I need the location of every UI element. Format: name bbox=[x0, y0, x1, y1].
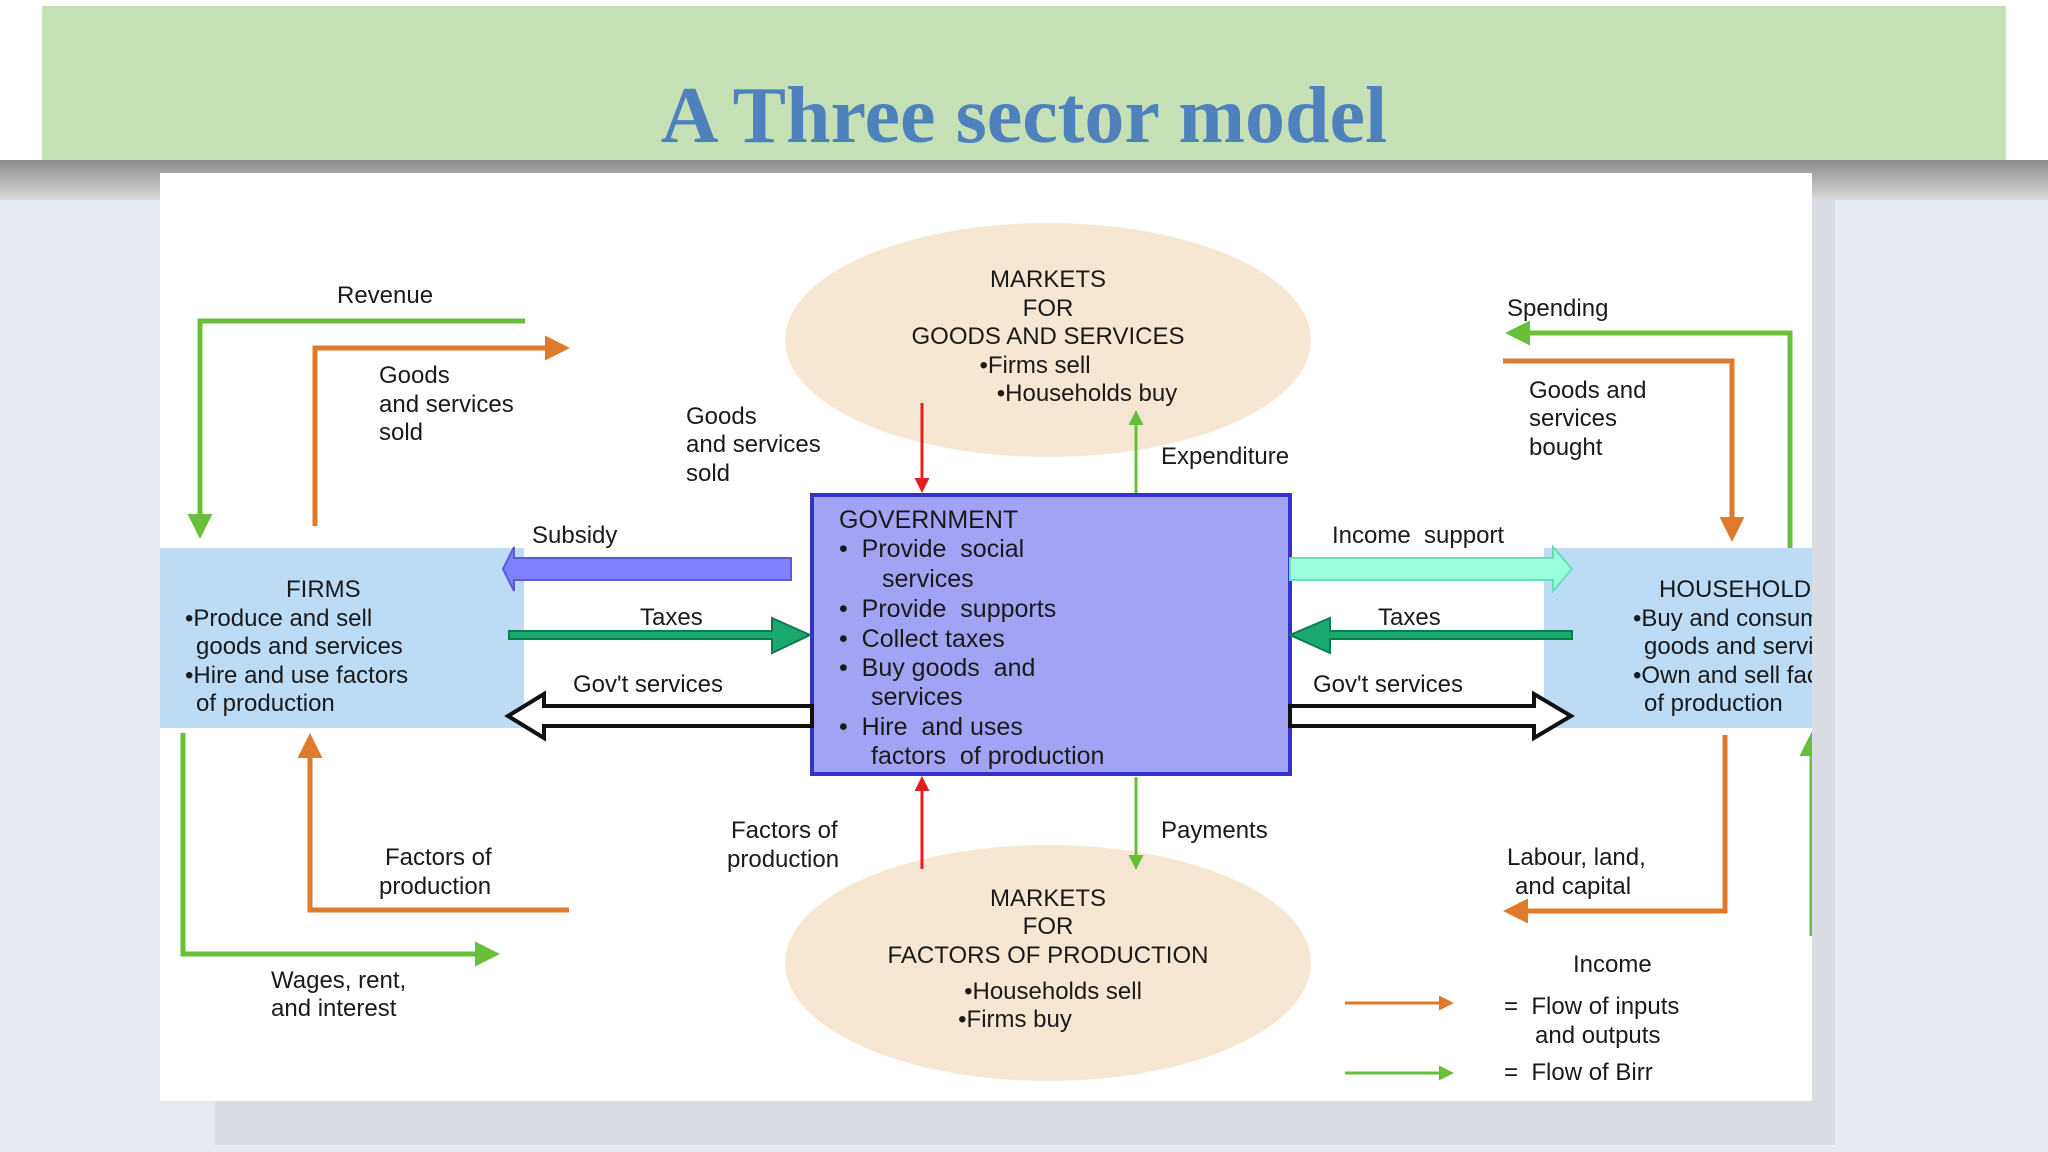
government-line-8: • Hire and uses bbox=[839, 713, 1023, 741]
subsidy-arrow bbox=[501, 546, 792, 592]
govt-services-left-label: Gov't services bbox=[573, 671, 723, 698]
households-line-4: •Own and sell factors bbox=[1633, 662, 1812, 689]
income-support-arrow bbox=[1289, 544, 1574, 594]
government-line-6: • Buy goods and bbox=[839, 654, 1035, 682]
legend-inputs-line-2: and outputs bbox=[1535, 1022, 1660, 1049]
households-line-2: •Buy and consume bbox=[1633, 605, 1812, 632]
goods-sold-left-line-3: sold bbox=[379, 419, 423, 446]
taxes-left-arrow bbox=[508, 616, 813, 655]
taxes-right-arrow bbox=[1287, 616, 1573, 655]
government-line-5: • Collect taxes bbox=[839, 625, 1005, 653]
markets-factors-line-3: FACTORS OF PRODUCTION bbox=[888, 942, 1209, 969]
govt-services-left-arrow bbox=[504, 690, 814, 742]
markets-factors-line-4: •Households sell bbox=[964, 978, 1142, 1005]
markets-goods-line-1: MARKETS bbox=[990, 266, 1106, 293]
wages-rent-interest-arrow bbox=[180, 733, 500, 967]
government-line-7: services bbox=[871, 683, 963, 711]
goods-bought-line-2: services bbox=[1529, 405, 1617, 432]
firms-line-5: of production bbox=[196, 690, 335, 717]
expenditure-label: Expenditure bbox=[1161, 443, 1289, 470]
households-box bbox=[1544, 548, 1812, 728]
markets-factors-ellipse bbox=[785, 845, 1311, 1081]
markets-factors-line-5: •Firms buy bbox=[958, 1006, 1072, 1033]
government-line-9: factors of production bbox=[871, 742, 1104, 770]
government-line-3: services bbox=[882, 565, 974, 593]
firms-title: FIRMS bbox=[286, 576, 361, 603]
goods-bought-arrow bbox=[1503, 358, 1745, 542]
govt-services-right-label: Gov't services bbox=[1313, 671, 1463, 698]
taxes-left-label: Taxes bbox=[640, 604, 703, 631]
legend-birr-label: = Flow of Birr bbox=[1504, 1059, 1653, 1086]
markets-goods-line-4: •Firms sell bbox=[979, 352, 1090, 379]
government-title: GOVERNMENT bbox=[839, 506, 1018, 534]
government-line-2: • Provide social bbox=[839, 535, 1024, 563]
firms-line-2: •Produce and sell bbox=[185, 605, 372, 632]
govt-services-right-arrow bbox=[1288, 690, 1575, 742]
households-line-5: of production bbox=[1644, 690, 1783, 717]
factors-of-production-left-arrow bbox=[297, 733, 569, 913]
income-label: Income bbox=[1573, 951, 1652, 978]
markets-factors-line-1: MARKETS bbox=[990, 885, 1106, 912]
markets-goods-line-5: •Households buy bbox=[997, 380, 1178, 407]
payments-label: Payments bbox=[1161, 817, 1268, 844]
goods-bought-line-3: bought bbox=[1529, 434, 1603, 461]
goods-sold-left-arrow bbox=[312, 335, 570, 526]
diagram-svg: MARKETS FOR GOODS AND SERVICES •Firms se… bbox=[160, 223, 1812, 1086]
factors-center-line-1: Factors of bbox=[731, 817, 838, 844]
goods-sold-left-line-1: Goods bbox=[379, 362, 450, 389]
three-sector-diagram: MARKETS FOR GOODS AND SERVICES •Firms se… bbox=[160, 173, 1812, 1101]
goods-bought-line-1: Goods and bbox=[1529, 377, 1646, 404]
goods-sold-center-line-2: and services bbox=[686, 431, 821, 458]
legend-inputs-line-1: = Flow of inputs bbox=[1504, 993, 1679, 1020]
spending-label: Spending bbox=[1507, 295, 1608, 322]
labour-line-1: Labour, land, bbox=[1507, 844, 1646, 871]
markets-goods-line-2: FOR bbox=[1023, 295, 1074, 322]
subsidy-label: Subsidy bbox=[532, 522, 617, 549]
households-line-3: goods and services bbox=[1644, 633, 1812, 660]
goods-sold-center-line-3: sold bbox=[686, 460, 730, 487]
firms-box bbox=[160, 548, 524, 728]
spending-arrow bbox=[1505, 320, 1793, 548]
markets-goods-line-3: GOODS AND SERVICES bbox=[912, 323, 1185, 350]
income-support-label: Income support bbox=[1332, 522, 1504, 549]
factors-left-line-1: Factors of bbox=[385, 844, 492, 871]
goods-sold-left-line-2: and services bbox=[379, 391, 514, 418]
markets-goods-ellipse bbox=[785, 223, 1311, 457]
title-banner: A Three sector model bbox=[42, 6, 2006, 160]
revenue-arrow bbox=[187, 318, 525, 539]
wages-line-1: Wages, rent, bbox=[271, 967, 406, 994]
goods-sold-center-line-1: Goods bbox=[686, 403, 757, 430]
taxes-right-label: Taxes bbox=[1378, 604, 1441, 631]
firms-line-3: goods and services bbox=[196, 633, 403, 660]
factors-center-line-2: production bbox=[727, 846, 839, 873]
labour-line-2: and capital bbox=[1515, 873, 1631, 900]
labour-land-capital-arrow bbox=[1503, 735, 1728, 924]
government-line-4: • Provide supports bbox=[839, 595, 1056, 623]
factors-left-line-2: production bbox=[379, 873, 491, 900]
firms-line-4: •Hire and use factors bbox=[185, 662, 408, 689]
wages-line-2: and interest bbox=[271, 995, 397, 1022]
revenue-label: Revenue bbox=[337, 282, 433, 309]
households-title: HOUSEHOLDS bbox=[1659, 576, 1812, 603]
slide-title: A Three sector model bbox=[660, 72, 1388, 160]
markets-factors-line-2: FOR bbox=[1023, 913, 1074, 940]
